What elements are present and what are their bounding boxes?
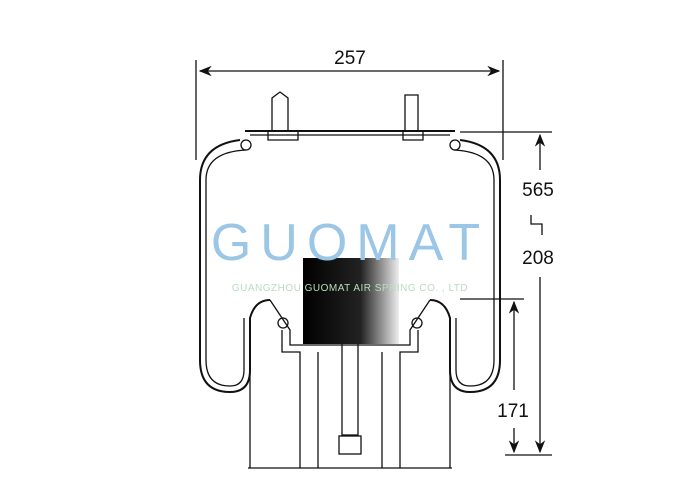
piston-height-dimension: 171	[460, 298, 529, 454]
watermark-company: GUANGZHOU GUOMAT AIR SPRING CO. , LTD	[232, 283, 468, 294]
width-label: 257	[334, 48, 366, 69]
bellows	[199, 139, 501, 394]
height-max-label: 565	[522, 180, 554, 201]
height-dimension: 565 208	[460, 131, 554, 456]
watermark-brand: GUOMAT	[211, 214, 489, 272]
piston-height-label: 171	[497, 401, 529, 422]
top-plate	[240, 91, 461, 151]
watermark-block	[303, 258, 399, 344]
width-dimension: 257	[195, 48, 504, 160]
piston	[248, 299, 452, 469]
height-min-label: 208	[522, 248, 554, 269]
break-symbol-icon	[530, 215, 543, 235]
